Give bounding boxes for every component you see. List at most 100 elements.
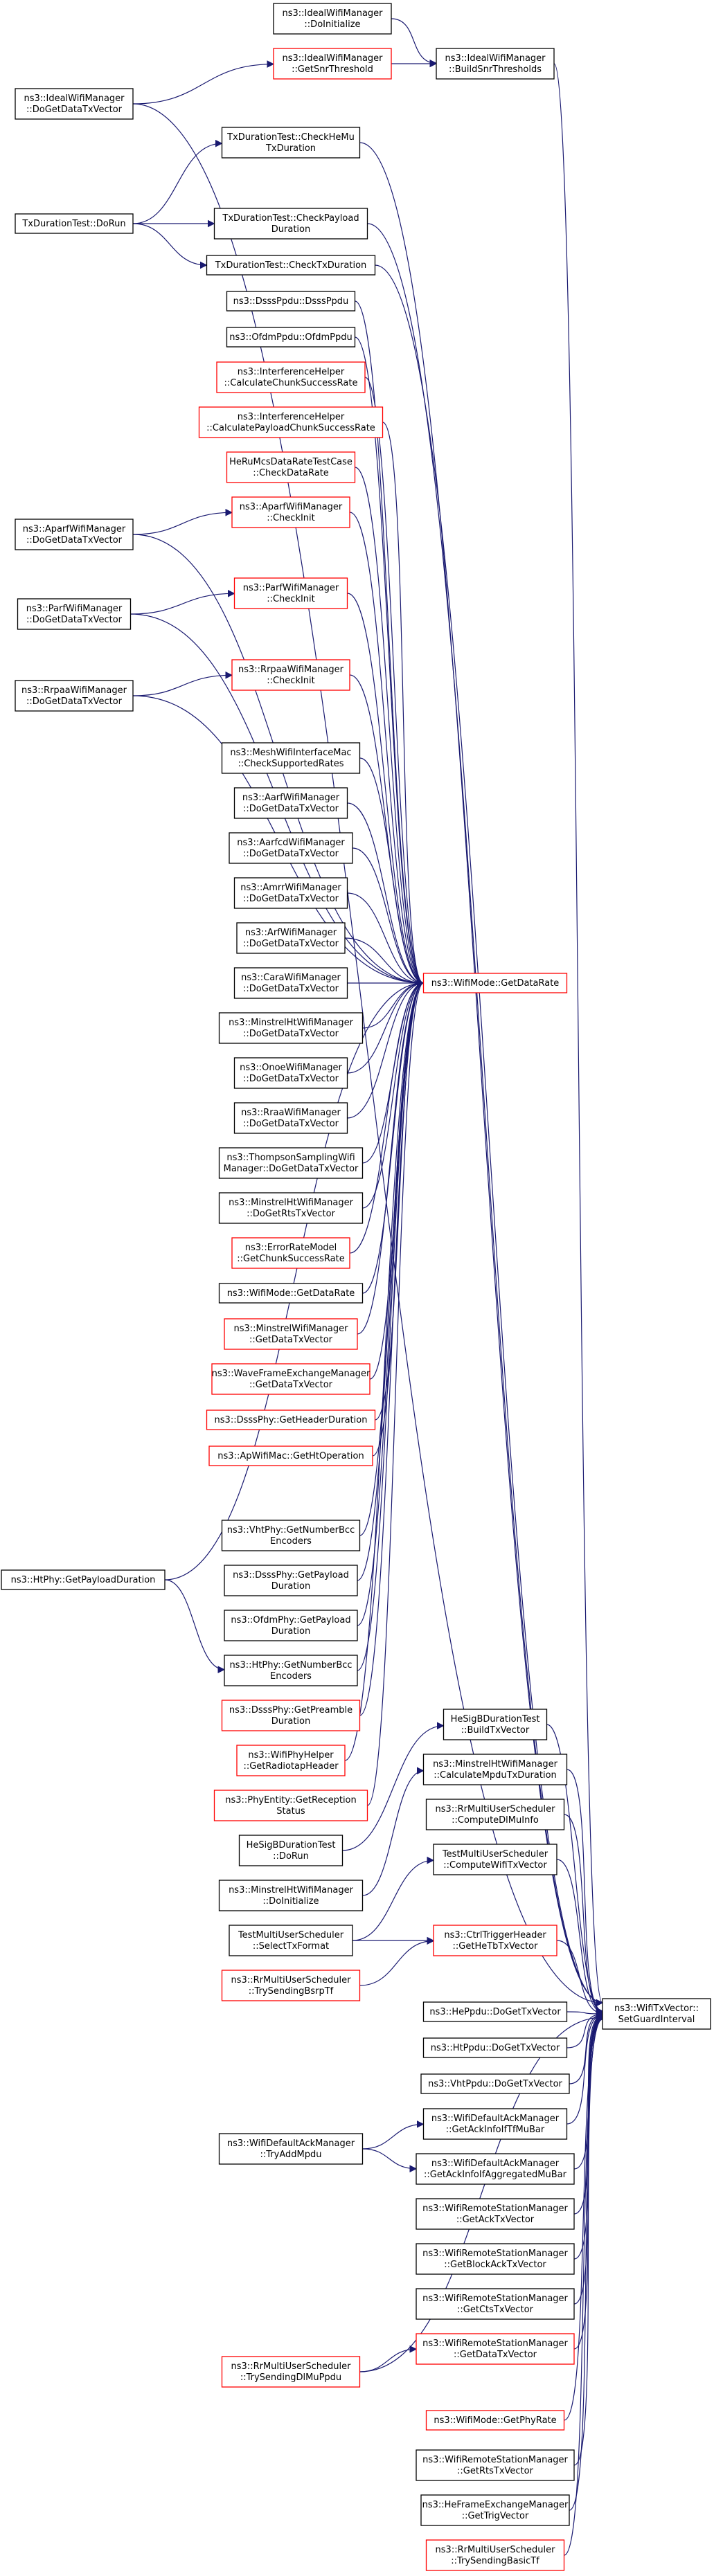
node-label: ns3::IdealWifiManager: [445, 53, 546, 64]
node-wifimode-getdatarate[interactable]: ns3::WifiMode::GetDataRate: [218, 1283, 364, 1304]
node-box: [224, 1655, 358, 1686]
node-defack-getackagg[interactable]: ns3::WifiDefaultAckManager::GetAckInfoIf…: [416, 2153, 575, 2185]
node-heppdu[interactable]: ns3::HePpdu::DoGetTxVector: [422, 2001, 568, 2022]
node-rraa-dogetdata[interactable]: ns3::RraaWifiManager::DoGetDataTxVector: [233, 1102, 348, 1134]
node-label: ns3::WifiDefaultAckManager: [431, 2114, 560, 2124]
node-label: ns3::WifiRemoteStationManager: [422, 2249, 568, 2259]
node-rsm-getrts[interactable]: ns3::WifiRemoteStationManager::GetRtsTxV…: [416, 2449, 575, 2481]
node-aparf-checkinit[interactable]: ns3::AparfWifiManager::CheckInit: [231, 496, 350, 528]
node-wave-getdata[interactable]: ns3::WaveFrameExchangeManager::GetDataTx…: [211, 1363, 371, 1395]
edge-txdur-dorun-to-txdur-checktx: [132, 223, 208, 269]
node-rsm-getdata[interactable]: ns3::WifiRemoteStationManager::GetDataTx…: [416, 2333, 575, 2365]
node-parf-checkinit[interactable]: ns3::ParfWifiManager::CheckInit: [233, 577, 348, 609]
node-rsm-getcts[interactable]: ns3::WifiRemoteStationManager::GetCtsTxV…: [416, 2288, 575, 2320]
node-ideal-getsnr[interactable]: ns3::IdealWifiManager::GetSnrThreshold: [273, 48, 392, 80]
node-box: [416, 2449, 575, 2481]
node-ideal-doinit[interactable]: ns3::IdealWifiManager::DoInitialize: [273, 3, 392, 35]
node-target[interactable]: ns3::WifiTxVector::SetGuardInterval: [602, 1998, 711, 2030]
node-htphy-payload[interactable]: ns3::HtPhy::GetPayloadDuration: [1, 1569, 166, 1590]
node-aarfcd-dogetdata[interactable]: ns3::AarfcdWifiManager::DoGetDataTxVecto…: [229, 832, 353, 864]
node-rrmu-trydlmu[interactable]: ns3::RrMultiUserScheduler::TrySendingDlM…: [221, 2356, 361, 2388]
node-label: ::DoGetDataTxVector: [26, 535, 123, 546]
edge-ofdmphy-payload-to-wifimode-getdatarate-red: [357, 979, 425, 1626]
node-onoe-dogetdata[interactable]: ns3::OnoeWifiManager::DoGetDataTxVector: [233, 1057, 348, 1089]
node-hefem-gettrig[interactable]: ns3::HeFrameExchangeManager::GetTrigVect…: [420, 2494, 570, 2526]
node-rrmu-trybsrp[interactable]: ns3::RrMultiUserScheduler::TrySendingBsr…: [221, 1970, 361, 2001]
node-aarf-dogetdata[interactable]: ns3::AarfWifiManager::DoGetDataTxVector: [233, 787, 348, 819]
node-rrmu-trybasic[interactable]: ns3::RrMultiUserScheduler::TrySendingBas…: [425, 2539, 565, 2571]
node-label: ::GetSnrThreshold: [292, 64, 373, 75]
node-minstrelht-dogetdata[interactable]: ns3::MinstrelHtWifiManager::DoGetDataTxV…: [218, 1012, 364, 1044]
node-label: ::DoGetDataTxVector: [243, 804, 339, 814]
node-label: ::TryAddMpdu: [260, 2150, 322, 2160]
node-defack-getackinfo[interactable]: ns3::WifiDefaultAckManager::GetAckInfoIf…: [422, 2108, 568, 2140]
node-minstrelht-doinit[interactable]: ns3::MinstrelHtWifiManager::DoInitialize: [218, 1880, 364, 1911]
node-label: ns3::DsssPhy::GetPreamble: [229, 1705, 352, 1715]
node-cara-dogetdata[interactable]: ns3::CaraWifiManager::DoGetDataTxVector: [233, 967, 348, 999]
node-rrmu-computedl[interactable]: ns3::RrMultiUserScheduler::ComputeDlMuIn…: [425, 1799, 565, 1830]
node-minstrelht-calc[interactable]: ns3::MinstrelHtWifiManager::CalculateMpd…: [422, 1754, 568, 1785]
node-apwifimac-ht[interactable]: ns3::ApWifiMac::GetHtOperation: [208, 1445, 373, 1466]
node-label: ::DoGetDataTxVector: [243, 1029, 339, 1039]
node-dsss-ppdu[interactable]: ns3::DsssPpdu::DsssPpdu: [226, 291, 356, 312]
node-label: ns3::IdealWifiManager: [282, 8, 383, 19]
node-hesigb-build[interactable]: HeSigBDurationTest::BuildTxVector: [443, 1709, 548, 1740]
node-thompson-dogetdata[interactable]: ns3::ThompsonSamplingWifiManager::DoGetD…: [218, 1147, 364, 1179]
edge-hesigb-dorun-to-hesigb-build: [342, 1722, 445, 1851]
node-box: [238, 1835, 343, 1866]
node-errrate-getchunk[interactable]: ns3::ErrorRateModel::GetChunkSuccessRate: [231, 1237, 350, 1269]
node-rrpaa-dogetdata[interactable]: ns3::RrpaaWifiManager::DoGetDataTxVector: [15, 680, 134, 712]
node-rrpaa-checkinit[interactable]: ns3::RrpaaWifiManager::CheckInit: [231, 659, 350, 691]
node-defack-tryadd[interactable]: ns3::WifiDefaultAckManager::TryAddMpdu: [218, 2133, 364, 2165]
node-label: ns3::WifiMode::GetDataRate: [227, 1288, 355, 1299]
node-wifiphyhelper-radiotap[interactable]: ns3::WifiPhyHelper::GetRadiotapHeader: [236, 1745, 346, 1776]
node-testmu-select[interactable]: TestMultiUserScheduler::SelectTxFormat: [229, 1925, 353, 1956]
node-minstrelht-dogetrts[interactable]: ns3::MinstrelHtWifiManager::DoGetRtsTxVe…: [218, 1192, 364, 1224]
edge-txdur-checkpayload-to-target: [367, 223, 604, 2007]
node-parf-dogetdata[interactable]: ns3::ParfWifiManager::DoGetDataTxVector: [17, 598, 132, 630]
node-hesigb-dorun[interactable]: HeSigBDurationTest::DoRun: [238, 1835, 343, 1866]
node-txdur-checktx[interactable]: TxDurationTest::CheckTxDuration: [206, 255, 376, 276]
node-txdur-dorun[interactable]: TxDurationTest::DoRun: [15, 213, 134, 234]
node-label: ns3::WifiRemoteStationManager: [422, 2294, 568, 2304]
edge-htppdu-to-target: [566, 2010, 604, 2048]
node-box: [218, 1283, 364, 1304]
node-aparf-dogetdata[interactable]: ns3::AparfWifiManager::DoGetDataTxVector: [15, 519, 134, 550]
edge-errrate-getchunk-to-wifimode-getdatarate-red: [349, 979, 425, 1254]
node-rsm-getack[interactable]: ns3::WifiRemoteStationManager::GetAckTxV…: [416, 2198, 575, 2230]
node-ofdm-ppdu[interactable]: ns3::OfdmPpdu::OfdmPpdu: [226, 327, 356, 348]
node-box: [211, 1363, 371, 1395]
node-box: [231, 1237, 350, 1269]
node-minstrel-getdata[interactable]: ns3::MinstrelWifiManager::GetDataTxVecto…: [224, 1318, 358, 1350]
node-arf-dogetdata[interactable]: ns3::ArfWifiManager::DoGetDataTxVector: [236, 922, 346, 954]
node-box: [17, 598, 132, 630]
node-wifimode-getdatarate-red[interactable]: ns3::WifiMode::GetDataRate: [422, 973, 568, 993]
node-box: [443, 1709, 548, 1740]
node-amrr-dogetdata[interactable]: ns3::AmrrWifiManager::DoGetDataTxVector: [233, 877, 348, 909]
node-box: [233, 787, 348, 819]
node-label: TestMultiUserScheduler: [238, 1930, 344, 1940]
node-vhtppdu[interactable]: ns3::VhtPpdu::DoGetTxVector: [420, 2073, 570, 2094]
node-ih-payload[interactable]: ns3::InterferenceHelper::CalculatePayloa…: [198, 406, 384, 438]
node-ideal-build[interactable]: ns3::IdealWifiManager::BuildSnrThreshold…: [436, 48, 555, 80]
node-wifimode-getphyrate[interactable]: ns3::WifiMode::GetPhyRate: [425, 2410, 565, 2431]
node-ideal-dogetdata[interactable]: ns3::IdealWifiManager::DoGetDataTxVector: [15, 88, 134, 120]
node-htppdu[interactable]: ns3::HtPpdu::DoGetTxVector: [422, 2037, 568, 2058]
node-mesh-check[interactable]: ns3::MeshWifiInterfaceMac::CheckSupporte…: [221, 742, 361, 774]
node-rsm-getblockack[interactable]: ns3::WifiRemoteStationManager::GetBlockA…: [416, 2243, 575, 2275]
node-dsssphy-payload[interactable]: ns3::DsssPhy::GetPayloadDuration: [224, 1565, 358, 1596]
edge-htphy-nbcc-to-wifimode-getdatarate-red: [357, 979, 425, 1671]
node-testmu-compute[interactable]: TestMultiUserScheduler::ComputeWifiTxVec…: [433, 1844, 557, 1875]
node-ctrltrigger[interactable]: ns3::CtrlTriggerHeader::GetHeTbTxVector: [433, 1925, 557, 1956]
node-ih-chunk[interactable]: ns3::InterferenceHelper::CalculateChunkS…: [216, 361, 366, 393]
node-box: [422, 973, 568, 993]
node-heru-check[interactable]: HeRuMcsDataRateTestCase::CheckDataRate: [226, 451, 356, 483]
node-dsssphy-header[interactable]: ns3::DsssPhy::GetHeaderDuration: [206, 1409, 376, 1430]
node-ofdmphy-payload[interactable]: ns3::OfdmPhy::GetPayloadDuration: [224, 1610, 358, 1641]
